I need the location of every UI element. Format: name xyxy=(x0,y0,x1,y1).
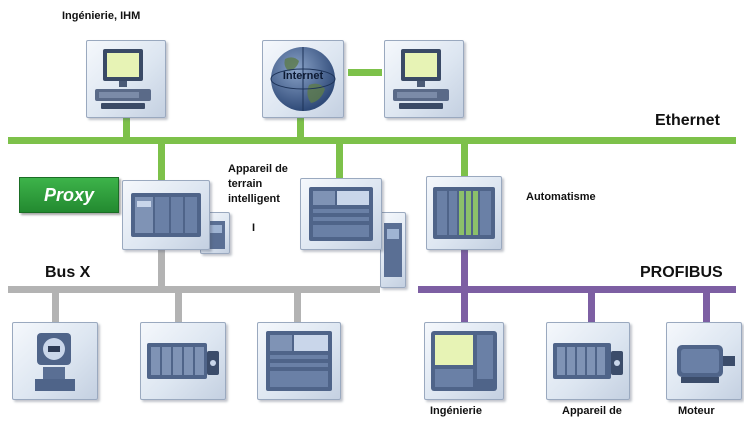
proxy-box[interactable]: Proxy xyxy=(19,177,119,213)
smart-field-device-label-line1: Appareil de xyxy=(228,163,288,175)
operator-panel-tile[interactable] xyxy=(257,322,341,400)
plc-rack-icon xyxy=(433,187,495,239)
internet-globe-label: Internet xyxy=(282,70,324,82)
computer-icon xyxy=(95,49,151,109)
busx-drop-proxy-plc xyxy=(158,246,165,290)
engineering-panel-tile[interactable] xyxy=(424,322,504,400)
device-icon xyxy=(384,223,402,277)
operator-panel-icon xyxy=(309,187,373,241)
io-module-icon xyxy=(553,343,623,379)
plc-rack-icon xyxy=(131,193,201,237)
ethernet-bus xyxy=(8,137,736,144)
remote-pc-tile[interactable] xyxy=(384,40,464,118)
smart-field-device-label-line3: intelligent xyxy=(228,193,280,205)
ethernet-drop-proxy-plc xyxy=(158,140,165,182)
profibus-line xyxy=(418,286,736,293)
engineering-hmi-label: Ingénierie, IHM xyxy=(62,10,141,22)
device-icon xyxy=(205,221,225,249)
engineering-label: Ingénierie xyxy=(430,405,482,417)
transmitter-tile[interactable] xyxy=(12,322,98,400)
profibus-label: PROFIBUS xyxy=(640,264,723,281)
field-device-label: Appareil de xyxy=(562,405,622,417)
computer-icon xyxy=(393,49,449,109)
ethernet-drop-hmi xyxy=(123,118,130,142)
bus-x-label: Bus X xyxy=(45,264,91,281)
ethernet-drop-automation xyxy=(461,140,468,176)
profibus-drop-automation xyxy=(461,248,468,290)
proxy-plc-tile[interactable] xyxy=(122,180,210,250)
io-module-tile[interactable] xyxy=(140,322,226,400)
ethernet-drop-field-device xyxy=(336,140,343,182)
ethernet-label: Ethernet xyxy=(655,112,720,129)
internet-pc-link xyxy=(348,69,382,76)
touch-panel-icon xyxy=(431,331,497,391)
smart-field-device-label-line2: terrain xyxy=(228,178,263,190)
motor-tile[interactable] xyxy=(666,322,742,400)
busx-drop-panel xyxy=(294,290,301,322)
profibus-drop-motor xyxy=(703,290,710,322)
io-module-icon xyxy=(147,343,219,379)
globe-icon xyxy=(270,47,336,111)
proxy-label: Proxy xyxy=(43,184,95,205)
profibus-io-tile[interactable] xyxy=(546,322,630,400)
smart-field-device-tile[interactable] xyxy=(300,178,382,250)
motor-icon xyxy=(677,345,735,383)
busx-drop-io-module xyxy=(175,290,182,322)
operator-panel-icon xyxy=(266,331,332,391)
ethernet-drop-internet xyxy=(297,118,304,142)
pressure-transmitter-icon xyxy=(35,333,75,391)
automation-plc-tile[interactable] xyxy=(426,176,502,250)
profibus-drop-engineering xyxy=(461,290,468,322)
smart-field-device-label-line4: I xyxy=(252,222,256,234)
hmi-pc-tile[interactable] xyxy=(86,40,166,118)
internet-tile[interactable]: Internet xyxy=(262,40,344,118)
busx-drop-transmitter xyxy=(52,290,59,322)
profibus-drop-field-device xyxy=(588,290,595,322)
bus-x-line xyxy=(8,286,380,293)
automation-label: Automatisme xyxy=(526,191,596,203)
motor-label: Moteur xyxy=(678,405,715,417)
hidden-device-tile-right xyxy=(380,212,406,288)
